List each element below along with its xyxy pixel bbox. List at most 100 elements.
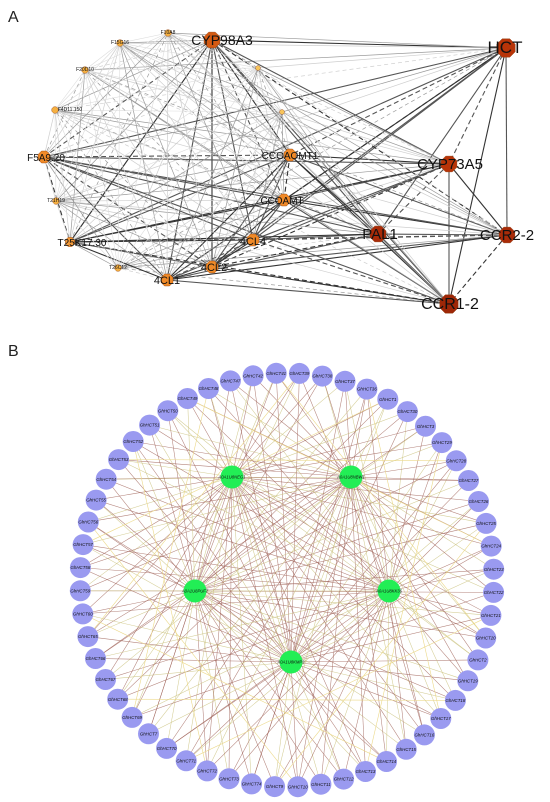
- outer-node-ghhct11[interactable]: GhHCT11: [310, 773, 332, 795]
- outer-node-circle: [475, 512, 497, 534]
- node-4cl2[interactable]: 4CL2: [201, 260, 227, 274]
- edge-ccr2-2-f4d11: [54, 109, 508, 236]
- outer-node-ghhct58[interactable]: GhHCT58: [69, 557, 91, 579]
- outer-node-ghhct68[interactable]: GhHCT68: [107, 688, 129, 710]
- outer-node-ghhct67[interactable]: GhHCT67: [95, 669, 116, 690]
- outer-node-ghhct7[interactable]: GhHCT7: [138, 723, 159, 745]
- outer-node-ghhct22[interactable]: GhHCT22: [483, 581, 505, 603]
- outer-node-ghhct38[interactable]: GhHCT38: [311, 365, 333, 387]
- node-hct[interactable]: HCT: [488, 38, 523, 58]
- outer-node-ghhct10[interactable]: GhHCT10: [287, 776, 309, 798]
- outer-node-ghhct59[interactable]: GhHCT59: [69, 580, 91, 602]
- edge-hub-2-outer-31: [194, 590, 230, 779]
- node-pal1[interactable]: PAL1: [362, 225, 398, 243]
- outer-node-ghhct29[interactable]: GhHCT29: [431, 432, 453, 454]
- edge-hub-4-outer-18: [290, 659, 478, 663]
- outer-node-ghhct26[interactable]: GhHCT26: [468, 491, 489, 512]
- outer-node-ghhct52[interactable]: GhHCT52: [122, 431, 144, 452]
- node-t25k17-30[interactable]: T25K17.30: [58, 237, 107, 249]
- edge-cpd1-cpd2: [257, 67, 283, 113]
- node-cpd2[interactable]: [279, 109, 285, 115]
- outer-node-ghhct55[interactable]: GhHCT55: [85, 489, 107, 511]
- outer-node-ghhct2[interactable]: GhHCT2: [467, 649, 489, 671]
- node-4cl4[interactable]: 4CL4: [240, 233, 266, 248]
- outer-node-ghhct28[interactable]: GhHCT28: [445, 450, 467, 472]
- outer-node-circle: [219, 370, 241, 392]
- outer-node-ghhct20[interactable]: GhHCT20: [475, 627, 497, 649]
- outer-node-ghhct48[interactable]: GhHCT48: [198, 378, 219, 399]
- node-cpd1[interactable]: [255, 65, 261, 71]
- outer-node-ghhct69[interactable]: GhHCT69: [121, 706, 143, 728]
- outer-node-ghhct17[interactable]: GhHCT17: [430, 708, 452, 729]
- outer-node-ghhct18[interactable]: GhHCT18: [444, 689, 466, 711]
- outer-node-ghhct25[interactable]: GhHCT25: [475, 512, 497, 534]
- outer-node-ghhct12[interactable]: GhHCT12: [333, 768, 355, 790]
- outer-node-ghhct60[interactable]: GhHCT60: [72, 603, 94, 625]
- outer-node-ghhct15[interactable]: GhHCT15: [395, 738, 417, 760]
- outer-node-ghhct56[interactable]: GhHCT56: [77, 511, 99, 533]
- outer-node-ghhct21[interactable]: GhHCT21: [480, 604, 502, 626]
- edge-hub-2-outer-50: [149, 425, 196, 592]
- outer-node-ghhct24[interactable]: GhHCT24: [480, 535, 502, 557]
- edge-ccoaomt1-cpd1: [257, 67, 291, 156]
- node-f15g16-label: F15G16: [111, 40, 129, 46]
- node-f20d10[interactable]: F20D10: [76, 66, 94, 74]
- node-f15g16[interactable]: F15G16: [111, 39, 129, 47]
- outer-node-ghhct65[interactable]: GhHCT65: [77, 626, 99, 648]
- outer-node-ghhct27[interactable]: GhHCT27: [458, 470, 479, 491]
- node-f4d11[interactable]: F4D11.150: [51, 106, 83, 114]
- outer-node-ghhct72[interactable]: GhHCT72: [196, 760, 218, 782]
- outer-node-ghhct9[interactable]: GhHCT9: [264, 776, 286, 798]
- outer-node-ghhct14[interactable]: GhHCT14: [376, 751, 397, 772]
- outer-node-ghhct57[interactable]: GhHCT57: [72, 534, 94, 556]
- outer-node-circle: [139, 414, 161, 436]
- edge-4cl4-4cl2: [211, 239, 254, 268]
- node-t26c12[interactable]: T26C12: [109, 264, 127, 272]
- outer-node-ghhct53[interactable]: GhHCT53: [108, 449, 130, 471]
- hub-node-a0a1u8puf7[interactable]: A0A1U8PUF7: [181, 579, 209, 603]
- outer-node-ghhct70[interactable]: GhHCT70: [156, 737, 178, 759]
- outer-node-ghhct47[interactable]: GhHCT47: [219, 370, 241, 392]
- node-ccr1-2[interactable]: CCR1-2: [421, 294, 479, 314]
- node-f5a9-20[interactable]: F5A9.20: [27, 150, 65, 164]
- outer-node-ghhct13[interactable]: GhHCT13: [355, 761, 376, 782]
- outer-node-ghhct1[interactable]: GhHCT1: [377, 388, 399, 410]
- outer-node-ghhct51[interactable]: GhHCT51: [139, 414, 161, 436]
- outer-node-label: GhHCT26: [469, 499, 489, 504]
- outer-node-ghhct49[interactable]: GhHCT49: [177, 388, 198, 409]
- outer-node-ghhct39[interactable]: GhHCT39: [288, 362, 310, 384]
- node-ccoaomt1[interactable]: CCOAOMT1: [262, 148, 319, 162]
- outer-node-ghhct3[interactable]: GhHCT3: [415, 415, 436, 437]
- outer-node-ghhct19[interactable]: GhHCT19: [457, 670, 479, 692]
- edge-hub-0-outer-12: [231, 476, 487, 524]
- node-t21h19[interactable]: T21H19: [47, 197, 65, 205]
- outer-node-ghhct30[interactable]: GhHCT30: [396, 401, 418, 423]
- outer-node-ghhct74[interactable]: GhHCT74: [241, 773, 263, 795]
- outer-node-ghhct36[interactable]: GhHCT36: [356, 378, 378, 400]
- edge-4cl2-cpd1: [211, 67, 259, 268]
- outer-node-ghhct23[interactable]: GhHCT23: [483, 558, 505, 580]
- outer-node-ghhct73[interactable]: GhHCT73: [218, 768, 240, 790]
- outer-node-ghhct42[interactable]: GhHCT42: [242, 365, 264, 387]
- node-ccr2-2[interactable]: CCR2-2: [480, 226, 534, 244]
- outer-node-ghhct71[interactable]: GhHCT71: [175, 750, 197, 772]
- node-4cl1[interactable]: 4CL1: [154, 273, 180, 287]
- outer-node-ghhct16[interactable]: GhHCT16: [413, 724, 435, 746]
- hub-node-a0a1u8kk36[interactable]: A0A1U8KK36: [375, 579, 403, 603]
- node-cyp98a3[interactable]: CYP98A3: [191, 31, 253, 49]
- edge-ccr2-2-f5a9-20: [43, 156, 508, 236]
- outer-node-ghhct54[interactable]: GhHCT54: [95, 468, 117, 490]
- hub-node-a0a1u8nbw1[interactable]: A0A1U8NBW1: [336, 465, 365, 489]
- hub-node-a0a1u8neg1[interactable]: A0A1U8NEG1: [218, 465, 246, 489]
- node-cpd2-shape: [279, 109, 285, 115]
- hub-node-a0a1u8kmp3[interactable]: A0A1U8KMP3: [277, 650, 306, 674]
- node-cyp73a5[interactable]: CYP73A5: [417, 155, 483, 173]
- outer-node-ghhct50[interactable]: GhHCT50: [157, 400, 179, 422]
- outer-node-ghhct66[interactable]: GhHCT66: [85, 648, 106, 669]
- outer-node-ghhct37[interactable]: GhHCT37: [334, 370, 356, 392]
- outer-node-circle: [334, 370, 356, 392]
- outer-node-circle: [198, 378, 219, 399]
- node-f10a8[interactable]: F10A8: [161, 29, 176, 37]
- outer-node-ghhct41[interactable]: GhHCT41: [265, 362, 287, 384]
- node-ccoamt[interactable]: CCOAMT: [260, 193, 304, 207]
